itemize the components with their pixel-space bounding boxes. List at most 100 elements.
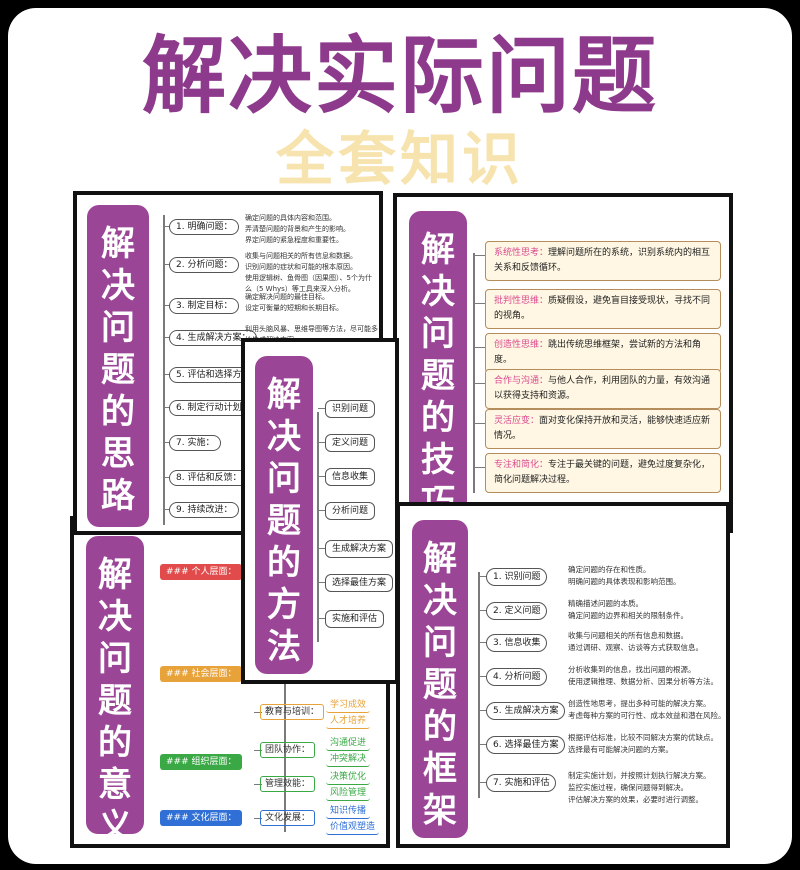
meaning-leaf: 人才培养 <box>326 714 371 729</box>
skill-keyword: 专注和简化： <box>494 460 549 470</box>
framework-step-desc: 收集与问题相关的所有信息和数据。 <box>568 631 688 640</box>
framework-step-desc: 使用逻辑推理、数据分析、因果分析等方法。 <box>568 677 718 686</box>
framework-step-desc: 确定问题的存在和性质。 <box>568 565 651 574</box>
thinking-label-char: 路 <box>101 476 135 516</box>
connector <box>318 510 326 511</box>
thinking-step-desc: 识别问题的症状和可能的根本原因。 <box>245 263 357 271</box>
framework-label: 解决问题的框架 <box>412 520 468 838</box>
method-node: 定义问题 <box>325 434 376 452</box>
meaning-sub: 教育与培训： <box>260 704 325 720</box>
method-node: 实施和评估 <box>325 610 385 628</box>
meaning-level: ### 个人层面： <box>160 564 243 580</box>
meaning-sub: 管理效能： <box>260 776 316 792</box>
connector <box>479 642 487 643</box>
connector <box>318 408 326 409</box>
poster: 解决实际问题 全套知识 解决问题的意义 ### 个人层面：### 社会层面：##… <box>8 8 792 864</box>
connector <box>318 476 326 477</box>
skill-box: 创造性思维：跳出传统思维框架，尝试新的方法和角度。 <box>485 333 721 373</box>
framework-step-desc: 精确描述问题的本质。 <box>568 599 643 608</box>
meaning-label-char: 义 <box>98 807 132 847</box>
skills-card: 解决问题的技巧 系统性思考：理解问题所在的系统，识别系统内的相互关系和反馈循环。… <box>393 193 733 533</box>
connector <box>164 264 170 265</box>
connector <box>164 226 170 227</box>
meaning-level: ### 社会层面： <box>160 666 243 682</box>
skill-box: 灵活应变：面对变化保持开放和灵活，能够快速适应新情况。 <box>485 409 721 449</box>
framework-step-desc: 考虑每种方案的可行性、成本效益和潜在风险。 <box>568 711 726 720</box>
framework-step-desc: 创造性地思考，提出多种可能的解决方案。 <box>568 699 711 708</box>
skills-label-char: 题 <box>421 356 455 396</box>
framework-step-desc: 监控实施过程，确保问题得到解决。 <box>568 783 688 792</box>
connector <box>164 374 170 375</box>
framework-step-desc: 根据评估标准，比较不同解决方案的优缺点。 <box>568 733 718 742</box>
connector <box>479 782 487 783</box>
framework-step-node: 6. 选择最佳方案 <box>486 736 566 754</box>
thinking-label-char: 解 <box>101 224 135 264</box>
connector <box>474 255 486 256</box>
framework-step-node: 4. 分析问题 <box>486 668 548 686</box>
framework-step-desc: 明确问题的具体表现和影响范围。 <box>568 577 681 586</box>
skill-box: 批判性思维：质疑假设，避免盲目接受现状，寻找不同的视角。 <box>485 289 721 329</box>
meaning-sub: 文化发展： <box>260 810 316 826</box>
connector <box>479 744 487 745</box>
connector <box>254 750 262 751</box>
meaning-label-char: 题 <box>98 681 132 721</box>
meaning-spine <box>284 554 286 832</box>
connector <box>318 548 326 549</box>
skill-text: 理解问题所在的系统，识别系统内的相互关系和反馈循环。 <box>494 248 711 273</box>
thinking-step-desc: 收集与问题相关的所有信息和数据。 <box>245 252 357 260</box>
connector <box>164 337 170 338</box>
methods-label-char: 题 <box>267 501 301 541</box>
connector <box>479 610 487 611</box>
thinking-step-node: 7. 实施： <box>169 435 222 451</box>
connector <box>254 712 262 713</box>
framework-step-node: 2. 定义问题 <box>486 602 548 620</box>
framework-step-desc: 选择最有可能解决问题的方案。 <box>568 745 673 754</box>
thinking-step-node: 3. 制定目标： <box>169 298 240 314</box>
connector <box>479 676 487 677</box>
framework-step-desc: 通过调研、观察、访谈等方式获取信息。 <box>568 643 703 652</box>
thinking-label-char: 问 <box>101 308 135 348</box>
framework-card: 解决问题的框架 1. 识别问题确定问题的存在和性质。明确问题的具体表现和影响范围… <box>396 502 730 848</box>
meaning-leaf: 学习成效 <box>326 698 371 713</box>
methods-label-char: 决 <box>267 417 301 457</box>
meaning-level: ### 组织层面： <box>160 754 243 770</box>
connector <box>318 618 326 619</box>
framework-label-char: 题 <box>423 665 457 705</box>
meaning-leaf: 沟通促进 <box>326 736 371 751</box>
connector <box>318 582 326 583</box>
skills-label: 解决问题的技巧 <box>409 211 467 523</box>
methods-label-char: 问 <box>267 459 301 499</box>
framework-step-desc: 分析收集到的信息，找出问题的根源。 <box>568 665 696 674</box>
connector <box>479 576 487 577</box>
framework-spine <box>478 572 480 798</box>
skill-keyword: 灵活应变： <box>494 416 540 426</box>
skills-spine <box>473 253 475 493</box>
connector <box>254 784 262 785</box>
skill-keyword: 批判性思维： <box>494 296 549 306</box>
skills-label-char: 的 <box>421 398 455 438</box>
framework-step-node: 3. 信息收集 <box>486 634 548 652</box>
framework-step-node: 5. 生成解决方案 <box>486 702 566 720</box>
thinking-step-desc: 利用头脑风暴、思维导图等方法，尽可能多 <box>245 325 378 333</box>
skill-keyword: 创造性思维： <box>494 340 549 350</box>
skills-label-char: 技 <box>421 440 455 480</box>
thinking-step-node: 1. 明确问题： <box>169 219 240 235</box>
connector <box>474 347 486 348</box>
framework-label-char: 决 <box>423 581 457 621</box>
framework-label-char: 问 <box>423 623 457 663</box>
connector <box>164 407 170 408</box>
framework-label-char: 框 <box>423 749 457 789</box>
thinking-step-node: 8. 评估和反馈： <box>169 470 249 486</box>
methods-label-char: 解 <box>267 375 301 415</box>
connector <box>164 305 170 306</box>
methods-label-char: 的 <box>267 543 301 583</box>
method-node: 选择最佳方案 <box>325 574 394 592</box>
connector <box>474 423 486 424</box>
skills-label-char: 问 <box>421 314 455 354</box>
meaning-leaf: 知识传播 <box>326 804 371 819</box>
methods-label: 解决问题的方法 <box>255 356 313 674</box>
framework-label-char: 架 <box>423 791 457 831</box>
methods-card: 解决问题的方法 识别问题定义问题信息收集分析问题生成解决方案选择最佳方案实施和评… <box>241 338 399 684</box>
skill-keyword: 合作与沟通： <box>494 376 549 386</box>
meaning-label-char: 问 <box>98 639 132 679</box>
